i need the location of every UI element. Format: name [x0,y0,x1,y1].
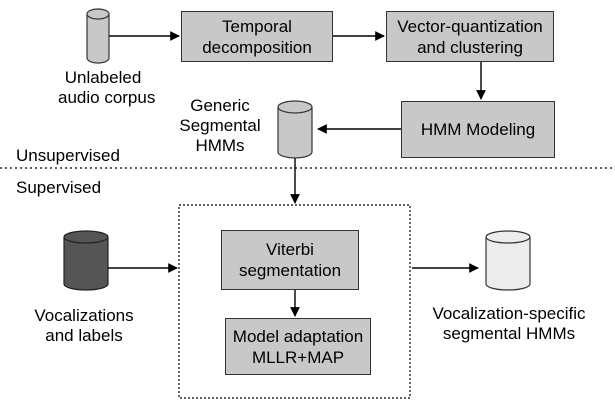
unlabeled-corpus-label: Unlabeled audio corpus [58,68,156,108]
generic-line-2: Segmental [179,116,261,135]
generic-hmms-label: Generic Segmental HMMs [170,96,270,156]
supervised-section-label: Supervised [16,178,102,197]
unsupervised-section-label: Unsupervised [16,146,120,165]
unlabeled-corpus-icon [86,8,110,64]
generic-line-1: Generic [190,96,250,115]
model-adaptation-box: Model adaptation MLLR+MAP [225,318,371,375]
temporal-decomposition-box: Temporal decomposition [181,11,333,62]
specific-line-1: Vocalization-specific [432,304,586,323]
viterbi-line-1: Viterbi [266,240,314,259]
temporal-line-1: Temporal [222,16,292,36]
viterbi-box: Viterbi segmentation [221,230,359,290]
vq-line-1: Vector-quantization [397,16,543,36]
adapt-line-1: Model adaptation [232,326,364,346]
temporal-line-2: decomposition [202,37,312,57]
hmm-modeling-box: HMM Modeling [401,101,555,158]
adapt-line-2: MLLR+MAP [251,347,345,367]
vq-line-2: and clustering [417,37,523,57]
unlabeled-line-2: audio corpus [58,88,156,107]
hmm-modeling-label: HMM Modeling [420,120,536,139]
vocalizations-line-1: Vocalizations [34,306,134,325]
vocalizations-database-icon [63,230,109,291]
specific-line-2: segmental HMMs [442,324,576,343]
vocalizations-line-2: and labels [45,326,123,345]
specific-hmm-database-icon [485,230,531,291]
vocalization-specific-label: Vocalization-specific segmental HMMs [416,304,602,344]
unlabeled-line-1: Unlabeled [64,68,142,87]
viterbi-line-2: segmentation [238,261,342,280]
vocalizations-labels-label: Vocalizations and labels [28,306,140,346]
generic-hmm-database-icon [277,100,313,159]
generic-line-3: HMMs [195,136,245,155]
vq-clustering-box: Vector-quantization and clustering [386,11,554,62]
